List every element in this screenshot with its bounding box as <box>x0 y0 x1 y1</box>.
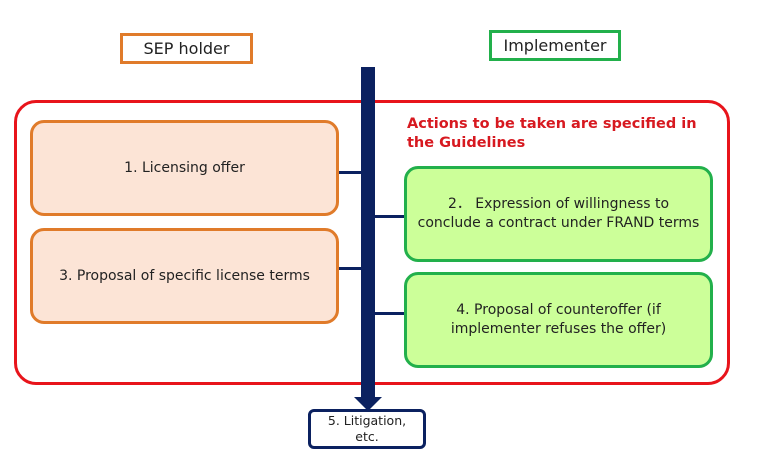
step-label: 5. Litigation, etc. <box>327 413 407 444</box>
timeline-bar <box>361 67 375 399</box>
timeline-arrowhead-icon <box>354 397 382 411</box>
step-label: 3. Proposal of specific license terms <box>59 267 310 284</box>
step-label: 1. Licensing offer <box>124 159 245 176</box>
step-5-litigation: 5. Litigation, etc. <box>308 409 426 449</box>
step-4-counteroffer: 4. Proposal of counteroffer (if implemen… <box>404 272 713 368</box>
step-label: 4. Proposal of counteroffer (if implemen… <box>450 302 667 337</box>
step-3-proposal: 3. Proposal of specific license terms <box>30 228 339 324</box>
step-1-licensing-offer: 1. Licensing offer <box>30 120 339 216</box>
step-label: 2． Expression of willingness to conclude… <box>417 196 700 231</box>
sep-holder-label: SEP holder <box>143 39 230 58</box>
implementer-label: Implementer <box>503 36 607 55</box>
connector <box>374 312 405 315</box>
connector <box>338 171 362 174</box>
step-2-willingness: 2． Expression of willingness to conclude… <box>404 166 713 262</box>
guidelines-note: Actions to be taken are specified in the… <box>407 116 697 151</box>
sep-holder-header: SEP holder <box>120 33 253 64</box>
implementer-header: Implementer <box>489 30 621 61</box>
connector <box>338 267 362 270</box>
connector <box>374 215 405 218</box>
